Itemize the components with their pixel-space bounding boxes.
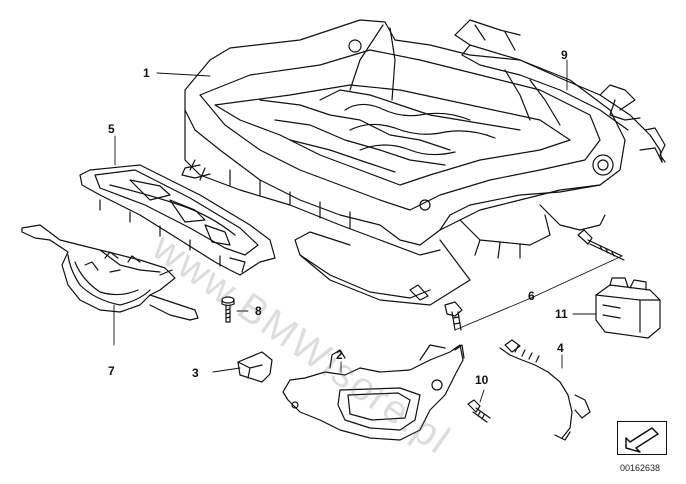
callout-1: 1 — [143, 66, 150, 80]
diagram-id: 00162638 — [620, 463, 661, 473]
plate-part-5 — [79, 164, 276, 276]
callout-8: 8 — [255, 304, 262, 318]
seat-frame-part-1 — [181, 19, 626, 306]
cable-part-4 — [499, 339, 591, 441]
bolt-part-10 — [467, 399, 491, 423]
sensor-part-11 — [595, 277, 661, 339]
callout-11: 11 — [555, 307, 568, 321]
rail-part-7 — [21, 224, 199, 321]
arrow-down-left-icon — [625, 427, 659, 453]
wire-frame-part-9 — [454, 19, 666, 163]
navigation-arrow-icon[interactable] — [617, 421, 667, 455]
leader-lines — [113, 59, 623, 403]
callout-10: 10 — [475, 373, 489, 387]
bolt-part-8 — [221, 296, 235, 323]
callout-4: 4 — [557, 341, 564, 355]
callout-5: 5 — [108, 122, 115, 136]
callout-6: 6 — [528, 289, 535, 303]
callout-7: 7 — [108, 364, 115, 378]
bracket-part-2 — [282, 344, 465, 441]
callout-9: 9 — [561, 48, 568, 62]
bolt-part-6 — [444, 229, 625, 331]
callout-2: 2 — [336, 348, 343, 362]
callout-3: 3 — [192, 366, 199, 380]
cap-part-3 — [237, 351, 273, 383]
